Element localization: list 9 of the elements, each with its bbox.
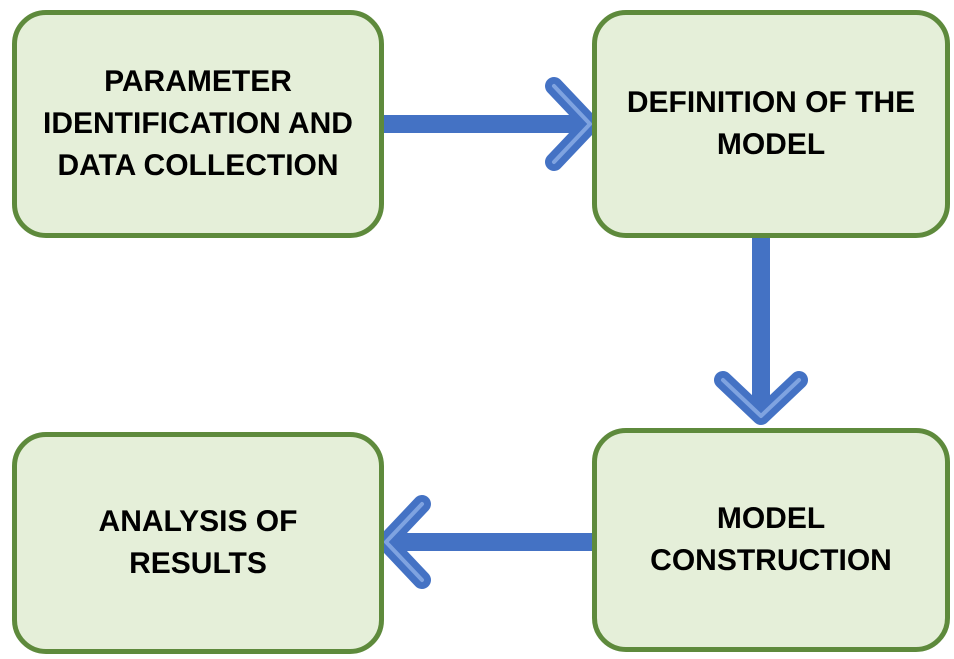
process-box	[592, 428, 950, 652]
process-box	[592, 10, 950, 238]
box-label: ANALYSIS OF RESULTS	[98, 504, 298, 582]
process-box	[12, 10, 384, 238]
box-label: MODEL CONSTRUCTION	[649, 501, 893, 579]
process-box	[12, 432, 384, 654]
box-label: DEFINITION OF THE MODEL	[626, 85, 916, 163]
box-label: PARAMETER IDENTIFICATION AND DATA COLLECTION	[42, 64, 354, 184]
arrow	[714, 238, 808, 425]
